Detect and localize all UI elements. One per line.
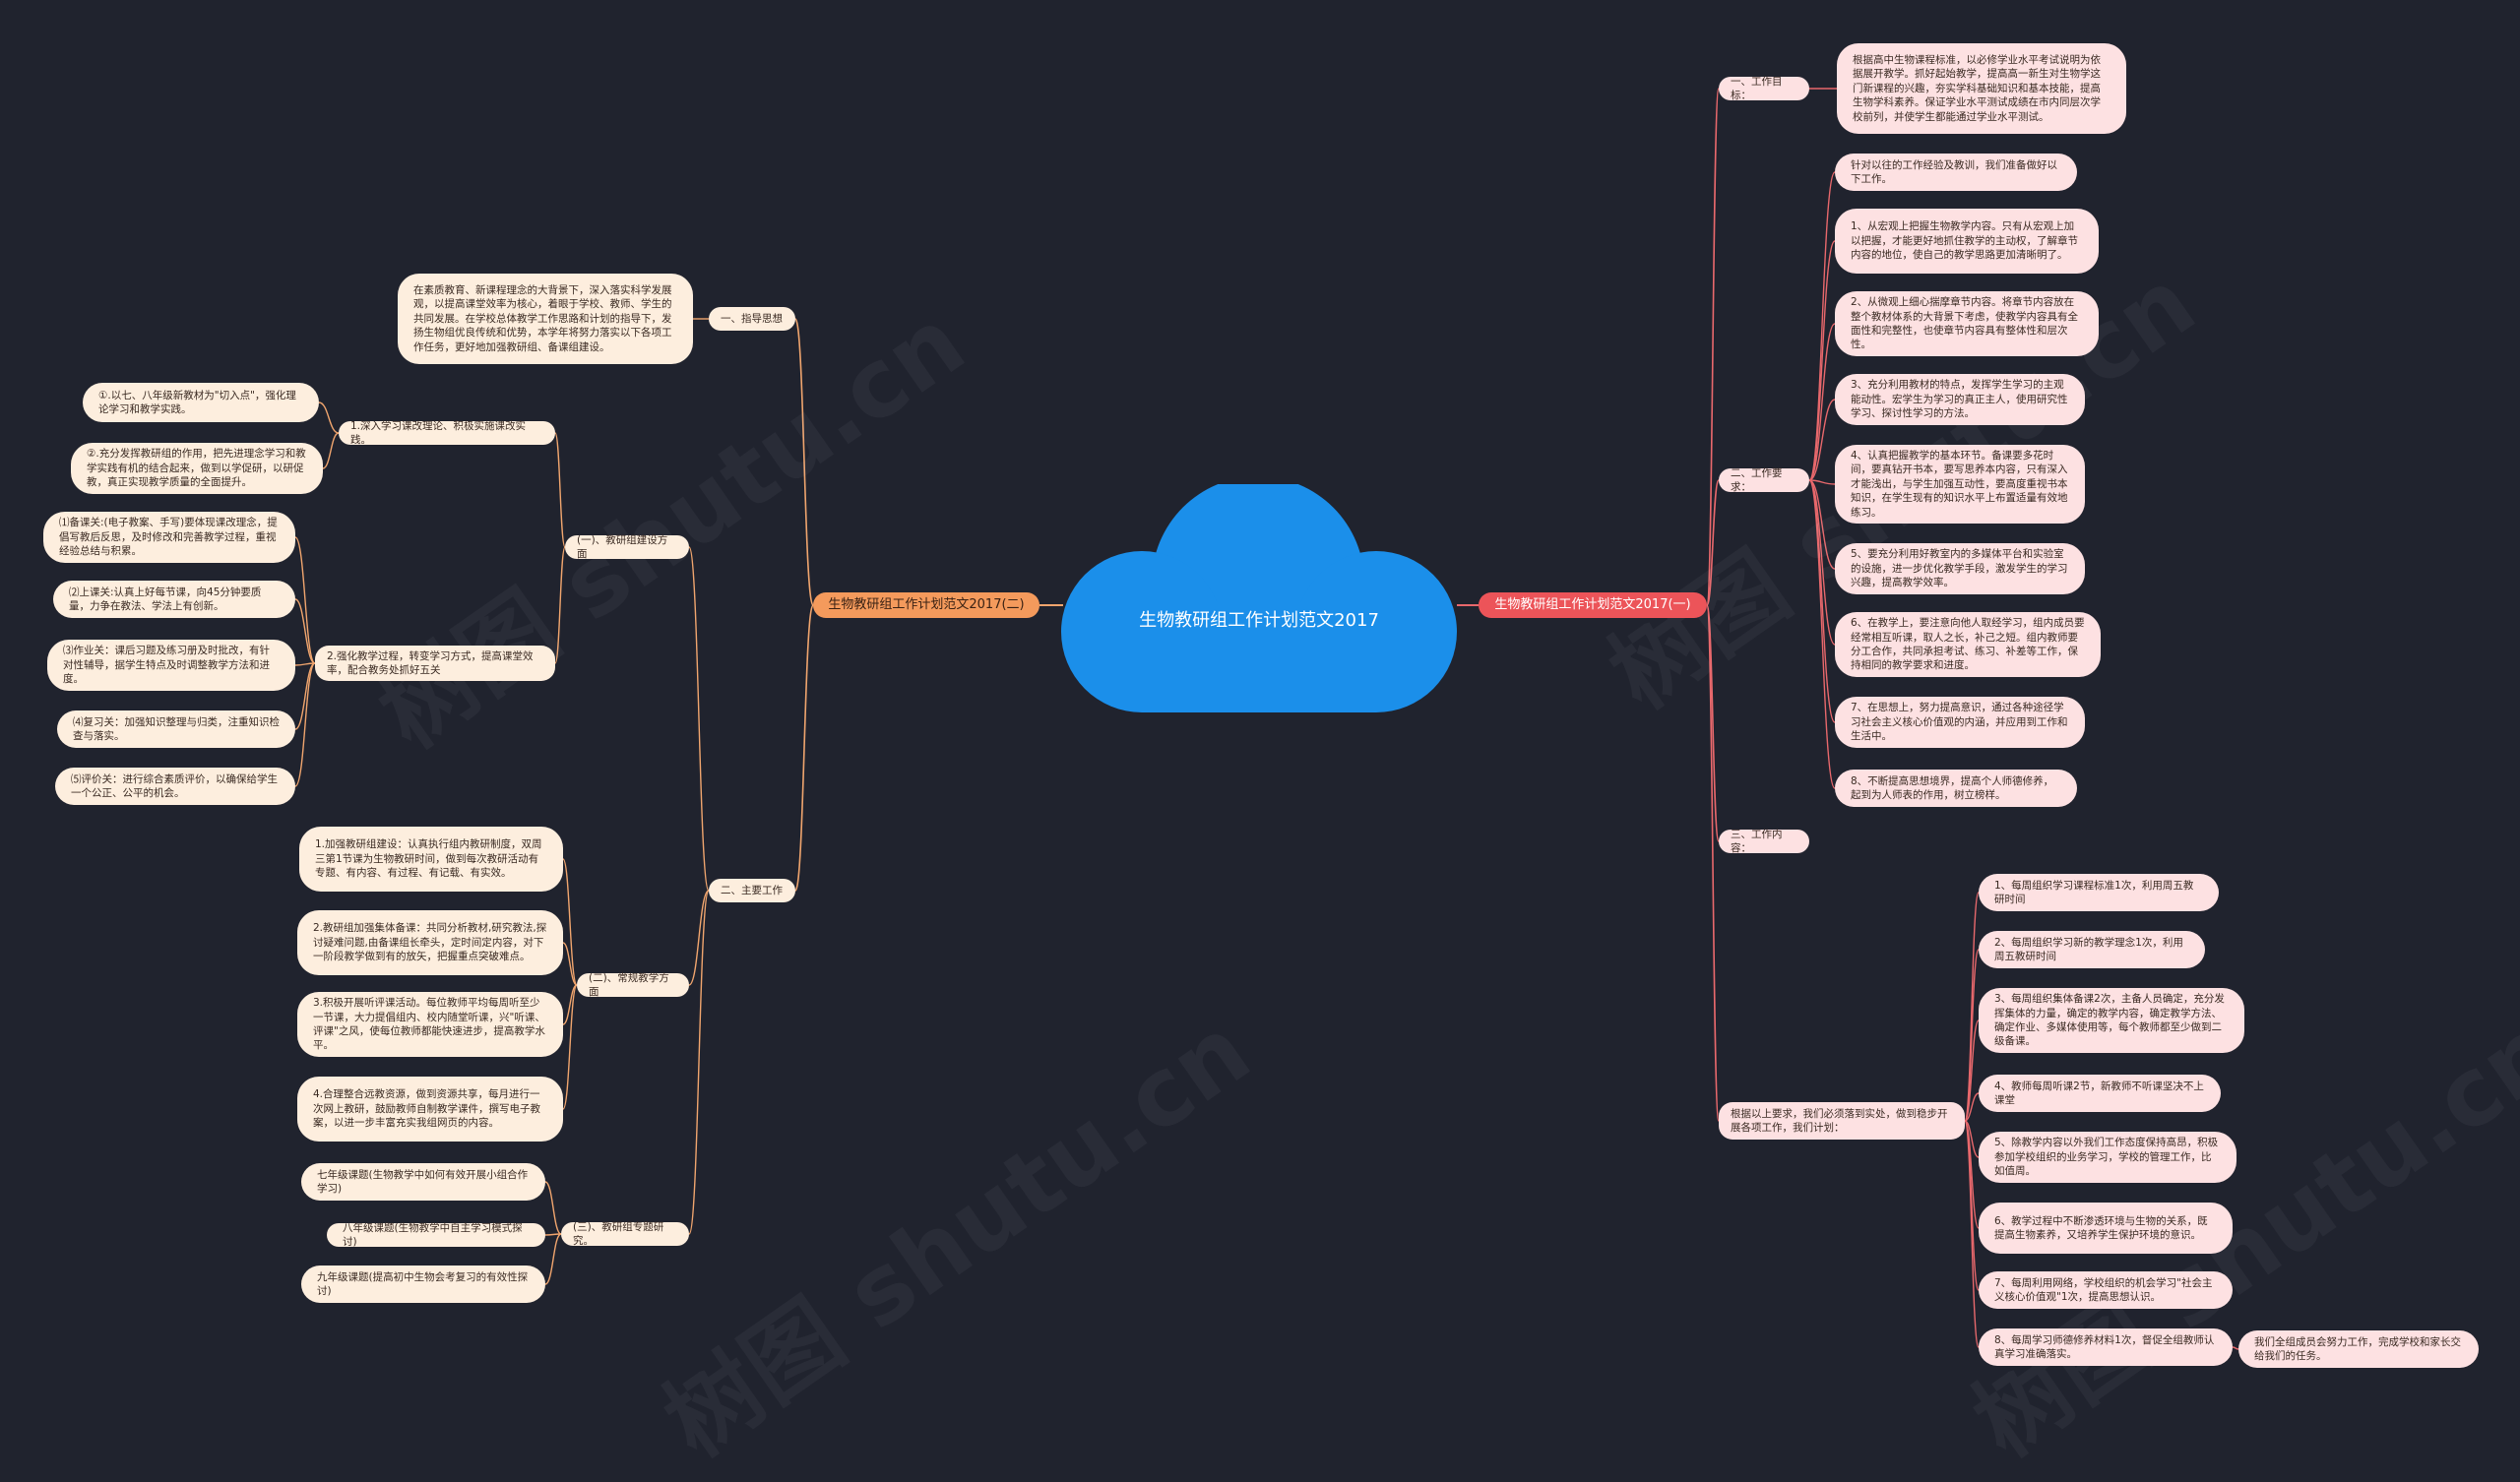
main-work-title[interactable]: 二、主要工作 bbox=[709, 879, 795, 902]
connector-line bbox=[318, 401, 340, 434]
c2-item[interactable]: ⑷复习关：加强知识整理与归类，注重知识检查与落实。 bbox=[57, 710, 295, 748]
connector-line bbox=[294, 598, 316, 664]
closing-note[interactable]: 我们全组成员会努力工作，完成学校和家长交给我们的任务。 bbox=[2238, 1330, 2479, 1368]
routine-item[interactable]: 4.合理整合远教资源，做到资源共享，每月进行一次网上教研，鼓励教师自制教学课件，… bbox=[297, 1077, 563, 1142]
connector-line bbox=[1808, 171, 1836, 481]
research-item[interactable]: 八年级课题(生物教学中自主学习模式探讨) bbox=[327, 1222, 545, 1248]
connector-line bbox=[294, 662, 316, 666]
connector-line bbox=[1964, 1120, 1980, 1348]
plan-title[interactable]: 根据以上要求，我们必须落到实处，做到稳步开展各项工作，我们计划： bbox=[1719, 1102, 1965, 1140]
research-item[interactable]: 七年级课题(生物教学中如何有效开展小组合作学习) bbox=[301, 1163, 545, 1201]
connector-line bbox=[688, 546, 710, 892]
requirement-item[interactable]: 2、从微观上细心揣摩章节内容。将章节内容放在整个教材体系的大背景下考虑，使教学内… bbox=[1835, 291, 2099, 356]
connector-line bbox=[562, 984, 578, 1110]
connector-line bbox=[1964, 892, 1980, 1122]
goal-text[interactable]: 根据高中生物课程标准，以必修学业水平考试说明为依据展开教学。抓好起始教学，提高高… bbox=[1837, 43, 2126, 134]
routine-item[interactable]: 2.教研组加强集体备课：共同分析教材,研究教法,探讨疑难问题,由备课组长牵头，定… bbox=[297, 910, 563, 975]
connector-line bbox=[294, 536, 316, 664]
connector-line bbox=[688, 890, 710, 986]
connector-line bbox=[294, 662, 316, 730]
connector-line bbox=[562, 942, 578, 986]
connector-line bbox=[1808, 399, 1836, 481]
connector-line bbox=[688, 890, 710, 1235]
connector-line bbox=[322, 432, 340, 469]
plan-item[interactable]: 3、每周组织集体备课2次，主备人员确定，充分发挥集体的力量，确定的教学内容，确定… bbox=[1979, 988, 2244, 1053]
requirement-item[interactable]: 6、在教学上，要注意向他人取经学习，组内成员要经常相互听课，取人之长，补己之短。… bbox=[1835, 612, 2101, 677]
requirement-item[interactable]: 3、充分利用教材的特点，发挥学生学习的主观能动性。宏学生为学习的真正主人，使用研… bbox=[1835, 374, 2085, 425]
goal-title[interactable]: 一、工作目标： bbox=[1719, 76, 1809, 101]
connector-line bbox=[554, 546, 566, 664]
requirement-item[interactable]: 8、不断提高思想境界，提高个人师德修养，起到为人师表的作用，树立榜样。 bbox=[1835, 770, 2077, 807]
connector-line bbox=[1808, 479, 1836, 485]
plan-item[interactable]: 6、教学过程中不断渗透环境与生物的关系，既提高生物素养，又培养学生保护环境的意识… bbox=[1979, 1203, 2233, 1254]
plan-item[interactable]: 5、除教学内容以外我们工作态度保持高昂，积极参加学校组织的业务学习，学校的管理工… bbox=[1979, 1132, 2236, 1183]
c2-title[interactable]: 2.强化教学过程，转变学习方式，提高课堂效率，配合教务处抓好五关 bbox=[315, 646, 555, 681]
plan-item[interactable]: 2、每周组织学习新的教学理念1次，利用周五教研时间 bbox=[1979, 931, 2205, 968]
requirements-title[interactable]: 二、工作要求： bbox=[1719, 467, 1809, 493]
c2-item[interactable]: ⑸评价关：进行综合素质评价，以确保给学生一个公正、公平的机会。 bbox=[55, 768, 295, 805]
connector-line bbox=[1964, 1092, 1980, 1122]
routine-title[interactable]: (二)、常规教学方面 bbox=[577, 972, 689, 998]
connector-line bbox=[1808, 323, 1836, 481]
connector-line bbox=[554, 432, 566, 548]
mindmap-canvas: 树图 shutu.cn 树图 shutu.cn 树图 shutu.cn 树图 s… bbox=[43, 43, 2479, 1368]
connector-line bbox=[544, 1233, 562, 1285]
connector-line bbox=[1706, 479, 1720, 606]
research-item[interactable]: 九年级课题(提高初中生物会考复习的有效性探讨) bbox=[301, 1266, 545, 1303]
connector-line bbox=[1808, 240, 1836, 481]
connector-line bbox=[1706, 604, 1720, 1122]
content-title[interactable]: 三、工作内容： bbox=[1719, 829, 1809, 854]
connector-line bbox=[794, 604, 814, 892]
routine-item[interactable]: 3.积极开展听评课活动。每位教师平均每周听至少一节课，大力提倡组内、校内随堂听课… bbox=[297, 992, 563, 1057]
routine-item[interactable]: 1.加强教研组建设：认真执行组内教研制度，双周三第1节课为生物教研时间，做到每次… bbox=[299, 827, 563, 892]
requirement-item[interactable]: 1、从宏观上把握生物教学内容。只有从宏观上加以把握，才能更好地抓住教学的主动权，… bbox=[1835, 209, 2099, 274]
connector-line bbox=[1808, 479, 1836, 570]
plan-item[interactable]: 1、每周组织学习课程标准1次，利用周五教研时间 bbox=[1979, 874, 2219, 911]
c2-item[interactable]: ⑶作业关：课后习题及练习册及时批改，有针对性辅导，据学生特点及时调整教学方法和进… bbox=[47, 640, 295, 691]
connector-line bbox=[1706, 88, 1720, 606]
plan-item[interactable]: 8、每周学习师德修养材料1次，督促全组教师认真学习准确落实。 bbox=[1979, 1328, 2233, 1366]
plan-item[interactable]: 7、每周利用网络，学校组织的机会学习"社会主义核心价值观"1次，提高思想认识。 bbox=[1979, 1271, 2233, 1309]
connector-line bbox=[794, 318, 814, 606]
guidance-text[interactable]: 在素质教育、新课程理念的大背景下，深入落实科学发展观，以提高课堂效率为核心，着眼… bbox=[398, 274, 693, 364]
c2-item[interactable]: ⑵上课关:认真上好每节课，向45分钟要质量，力争在教法、学法上有创新。 bbox=[53, 581, 295, 618]
requirement-item[interactable]: 针对以往的工作经验及教训，我们准备做好以下工作。 bbox=[1835, 154, 2077, 191]
branch-right-plan-1[interactable]: 生物教研组工作计划范文2017(一) bbox=[1479, 592, 1707, 618]
connector-line bbox=[544, 1181, 562, 1235]
c1-title[interactable]: 1.深入学习课改理论、积极实施课改实践。 bbox=[339, 420, 555, 446]
connector-line bbox=[1964, 1019, 1980, 1122]
requirement-item[interactable]: 4、认真把握教学的基本环节。备课要多花时间，要真钻开书本，要写思养本内容，只有深… bbox=[1835, 445, 2085, 524]
branch-left-plan-2[interactable]: 生物教研组工作计划范文2017(二) bbox=[813, 592, 1040, 618]
connector-line bbox=[1706, 604, 1720, 842]
c1-item[interactable]: ①.以七、八年级新教材为"切入点"，强化理论学习和教学实践。 bbox=[83, 383, 319, 422]
connector-line bbox=[1808, 479, 1836, 789]
connector-line bbox=[294, 662, 316, 787]
cloud-shape bbox=[1061, 484, 1457, 712]
requirement-item[interactable]: 5、要充分利用好教室内的多媒体平台和实验室的设施，进一步优化教学手段，激发学生的… bbox=[1835, 543, 2085, 594]
central-title: 生物教研组工作计划范文2017 bbox=[1139, 610, 1379, 631]
connector-line bbox=[562, 858, 578, 986]
c2-item[interactable]: ⑴备课关:(电子教案、手写)要体现课改理念，提倡写教后反思，及时修改和完善教学过… bbox=[43, 512, 295, 563]
guidance-title[interactable]: 一、指导思想 bbox=[709, 307, 795, 331]
connector-line bbox=[1808, 479, 1836, 723]
plan-item[interactable]: 4、教师每周听课2节，新教师不听课坚决不上课堂 bbox=[1979, 1075, 2221, 1112]
connector-line bbox=[1964, 1120, 1980, 1291]
research-title[interactable]: (三)、教研组专题研究。 bbox=[561, 1221, 689, 1247]
connector-lines bbox=[294, 88, 2239, 1350]
central-cloud[interactable] bbox=[1051, 484, 1465, 720]
c1-item[interactable]: ②.充分发挥教研组的作用，把先进理念学习和教学实践有机的结合起来，做到以学促研，… bbox=[71, 443, 323, 494]
connector-line bbox=[2232, 1346, 2239, 1350]
requirement-item[interactable]: 7、在思想上，努力提高意识，通过各种途径学习社会主义核心价值观的内涵，并应用到工… bbox=[1835, 697, 2085, 748]
construction-title[interactable]: (一)、教研组建设方面 bbox=[565, 534, 689, 560]
